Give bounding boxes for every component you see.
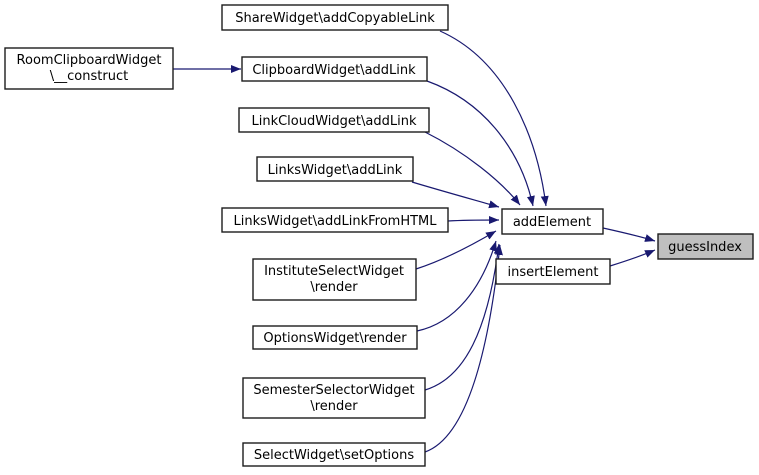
edge-clipboardwidget-addlink-to-addelement <box>426 80 535 207</box>
node-instituteselectwidget-render[interactable]: InstituteSelectWidget \render <box>252 258 417 301</box>
node-box <box>252 325 418 350</box>
node-box <box>495 258 611 285</box>
node-label-line2: \render <box>310 280 358 295</box>
node-box <box>4 47 174 90</box>
node-box <box>242 377 426 419</box>
node-clipboardwidget-addlink[interactable]: ClipboardWidget\addLink <box>241 56 428 82</box>
node-label: LinkCloudWidget\addLink <box>251 114 416 129</box>
node-label: insertElement <box>508 265 599 280</box>
node-label-line2: \__construct <box>50 69 128 84</box>
node-box <box>238 107 430 133</box>
nodes-layer: ShareWidget\addCopyableLink RoomClipboar… <box>4 4 754 467</box>
node-box <box>242 442 426 467</box>
node-addelement[interactable]: addElement <box>501 208 604 235</box>
edge-linkswidget-addlink-to-addelement <box>411 181 500 209</box>
node-label: guessIndex <box>668 240 742 255</box>
edge-sharewidget-addcopyablelink-to-addelement <box>439 30 549 207</box>
edge-linkcloudwidget-addlink-to-addelement <box>424 131 521 206</box>
node-label: ClipboardWidget\addLink <box>252 63 416 78</box>
node-roomclipboardwidget-construct[interactable]: RoomClipboardWidget \__construct <box>4 47 174 90</box>
node-box-highlighted <box>657 233 754 260</box>
node-linkcloudwidget-addlink[interactable]: LinkCloudWidget\addLink <box>238 107 430 133</box>
edge-instituteselectwidget-render-to-addelement <box>415 230 497 270</box>
edge-insertelement-to-guessindex <box>609 249 656 267</box>
node-box <box>221 4 449 31</box>
edge-linkswidget-addlinkfromhtml-to-addelement <box>447 216 500 225</box>
node-semesterselectorwidget-render[interactable]: SemesterSelectorWidget \render <box>242 377 426 419</box>
node-insertelement[interactable]: insertElement <box>495 258 611 285</box>
node-label: OptionsWidget\render <box>263 331 407 346</box>
node-label: SelectWidget\setOptions <box>254 448 415 463</box>
edge-selectwidget-setoptions-to-addelement <box>424 244 503 453</box>
node-optionswidget-render[interactable]: OptionsWidget\render <box>252 325 418 350</box>
node-label-line2: \render <box>310 399 358 414</box>
node-sharewidget-addcopyablelink[interactable]: ShareWidget\addCopyableLink <box>221 4 449 31</box>
node-box <box>221 207 449 233</box>
node-label-line1: SemesterSelectorWidget <box>253 383 414 398</box>
node-selectwidget-setoptions[interactable]: SelectWidget\setOptions <box>242 442 426 467</box>
node-box <box>252 258 417 301</box>
node-label-line1: RoomClipboardWidget <box>17 53 162 68</box>
node-box <box>501 208 604 235</box>
edge-addelement-to-guessindex <box>602 227 656 242</box>
edge-optionswidget-render-to-addelement <box>416 240 497 332</box>
node-label: addElement <box>513 215 591 230</box>
edge-semesterselectorwidget-render-to-addelement <box>424 243 502 391</box>
node-label-line1: InstituteSelectWidget <box>264 264 404 279</box>
node-linkswidget-addlink[interactable]: LinksWidget\addLink <box>256 156 414 182</box>
node-linkswidget-addlinkfromhtml[interactable]: LinksWidget\addLinkFromHTML <box>221 207 449 233</box>
node-label: LinksWidget\addLinkFromHTML <box>233 214 437 229</box>
node-guessindex-current: guessIndex <box>657 233 754 260</box>
node-label: LinksWidget\addLink <box>268 163 403 178</box>
node-box <box>241 56 428 82</box>
node-box <box>256 156 414 182</box>
node-label: ShareWidget\addCopyableLink <box>235 11 435 26</box>
